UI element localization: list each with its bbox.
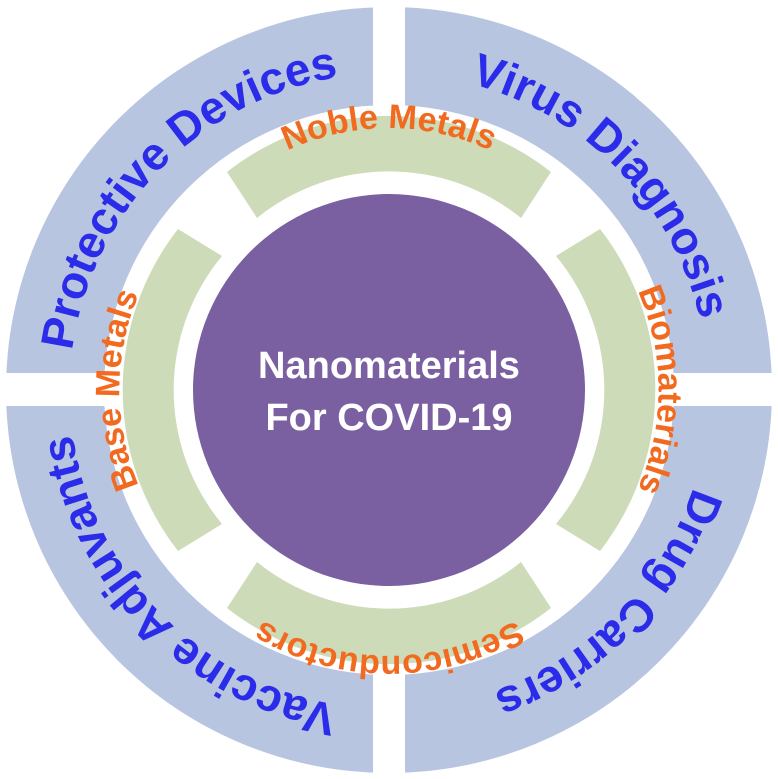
segment-semiconductors	[227, 562, 551, 665]
segment-biomaterials	[556, 229, 656, 551]
inner-ring	[122, 115, 656, 665]
center-title-line2: For COVID-19	[265, 397, 512, 439]
segment-noble-metals	[227, 115, 551, 218]
center-circle	[193, 194, 585, 586]
segment-base-metals	[122, 229, 222, 551]
center-title-line1: Nanomaterials	[258, 345, 520, 387]
